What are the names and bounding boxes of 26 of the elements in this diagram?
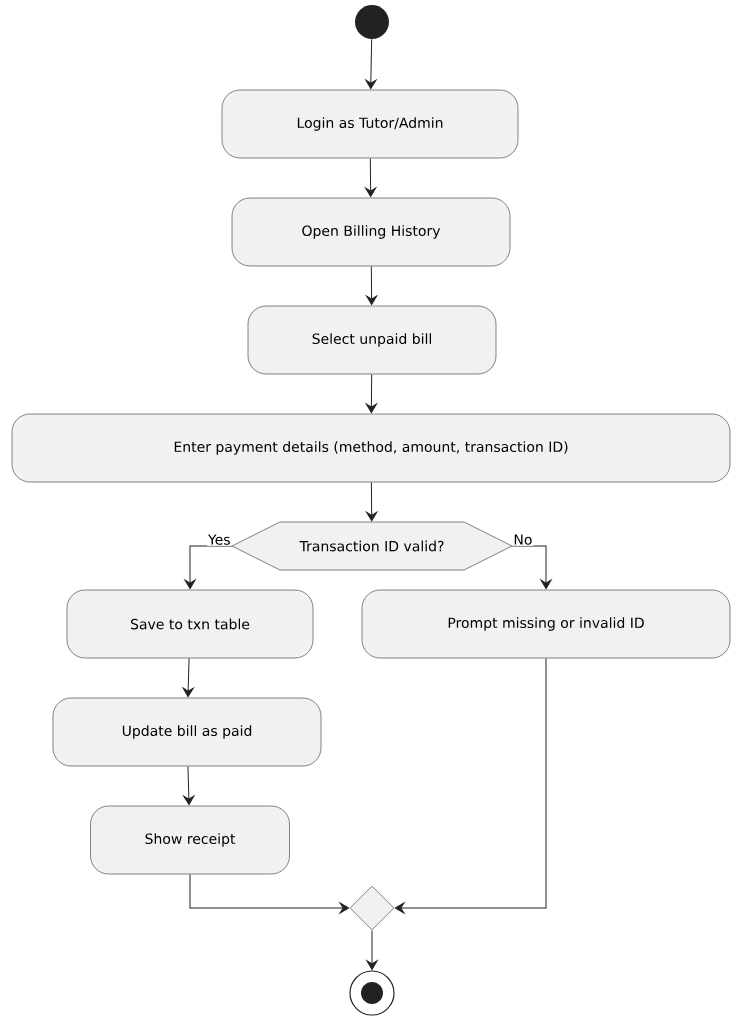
merge-diamond (349, 885, 395, 931)
arrow (184, 545, 233, 590)
arrow (365, 373, 377, 414)
arrow (366, 481, 378, 522)
action-box: Enter payment details (method, amount, transaction ID) (11, 413, 731, 483)
arrow (189, 873, 350, 914)
edge-label: No (512, 533, 534, 546)
action-box: Save to txn table (66, 589, 314, 659)
end-bullseye (349, 970, 395, 1016)
arrow (366, 929, 378, 970)
arrow (183, 765, 195, 806)
action-box: Show receipt (90, 805, 290, 875)
arrow (182, 657, 194, 698)
start-dot (355, 5, 389, 39)
arrow (366, 265, 378, 306)
arrow (365, 38, 377, 90)
action-box: Open Billing History (231, 197, 511, 267)
action-box: Prompt missing or invalid ID (361, 589, 731, 659)
arrow (511, 545, 552, 590)
arrow (394, 657, 547, 914)
action-box: Select unpaid bill (247, 305, 497, 375)
edge-label: Yes (207, 533, 232, 546)
action-box: Update bill as paid (52, 697, 322, 767)
arrow (365, 157, 377, 198)
action-box: Login as Tutor/Admin (221, 89, 519, 159)
decision-hexagon: Transaction ID valid? (231, 521, 513, 571)
